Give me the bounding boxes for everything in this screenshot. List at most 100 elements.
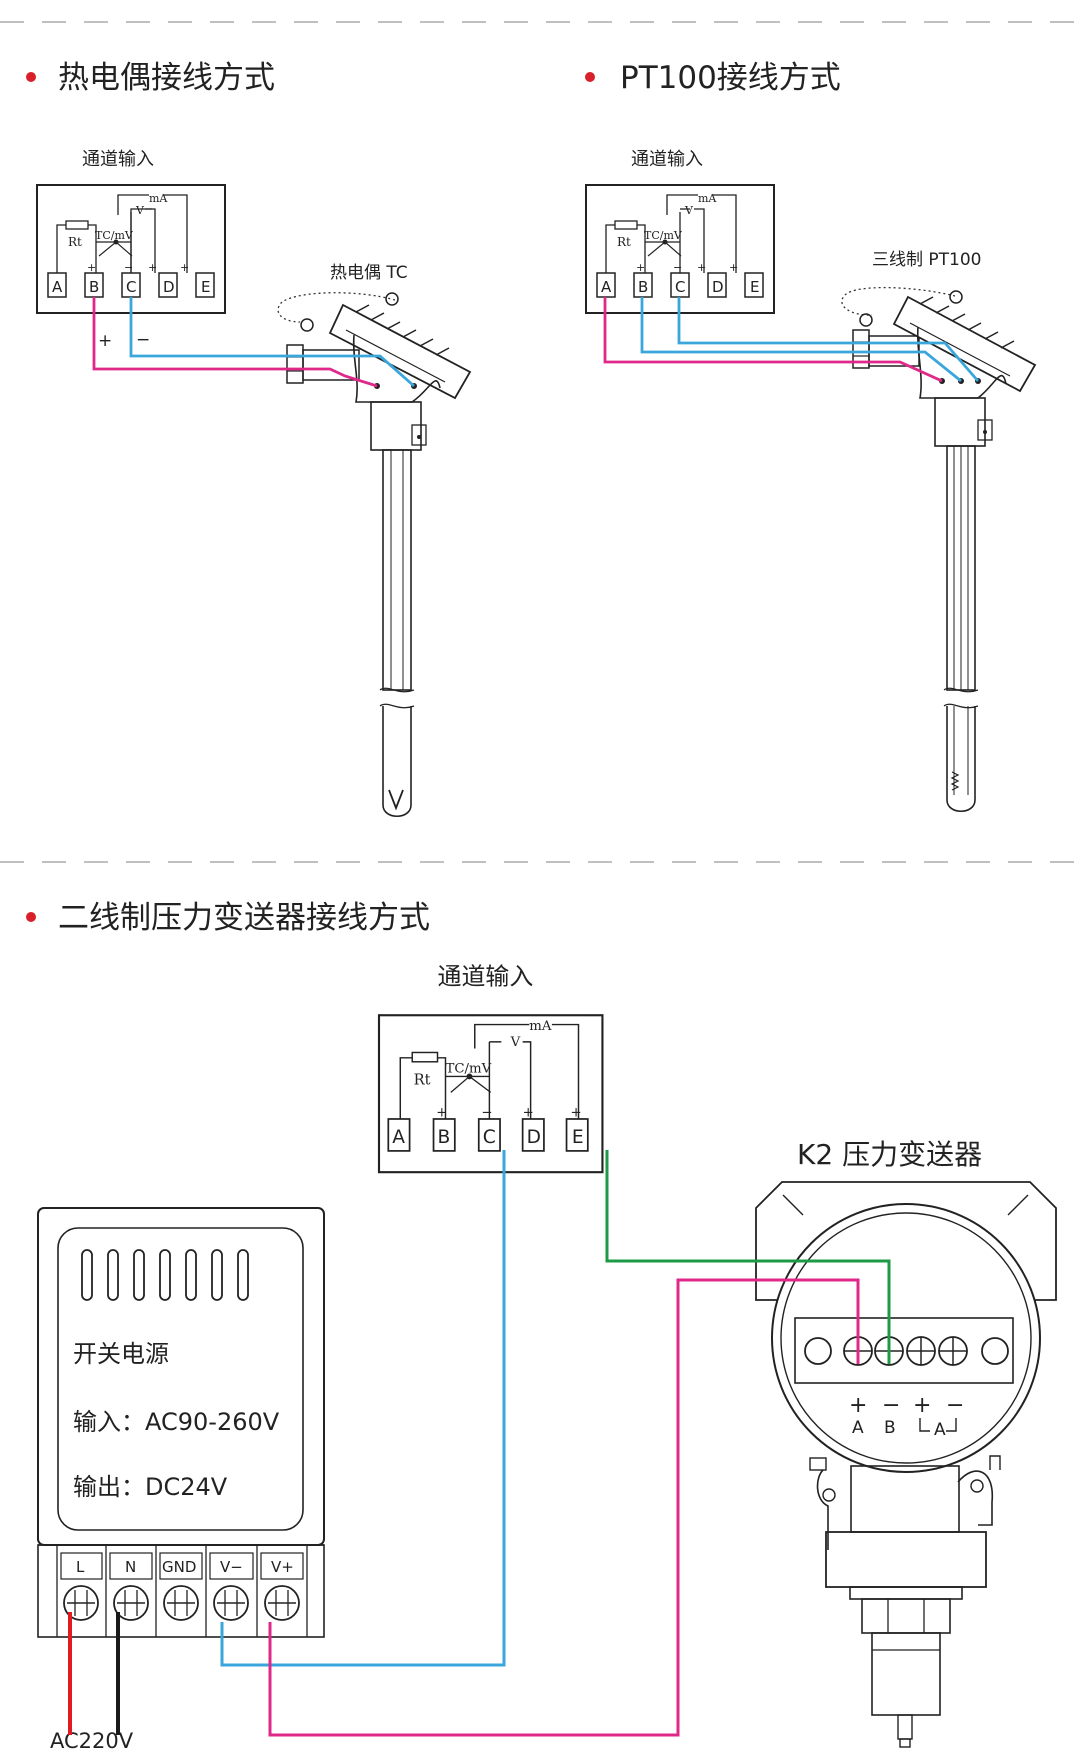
svg-text:C: C: [675, 278, 685, 296]
terminal-b: [432, 1118, 456, 1152]
svg-text:C: C: [483, 1127, 496, 1148]
power-supply-name: 开关电源: [73, 1340, 169, 1368]
plus-label: +: [98, 331, 112, 351]
power-supply-input: 输入：AC90-260V: [73, 1408, 280, 1436]
minus-label: −: [136, 330, 150, 350]
svg-text:+: +: [849, 1393, 867, 1418]
rt-resistor-icon: [411, 1051, 439, 1063]
svg-text:D: D: [527, 1127, 541, 1148]
svg-text:E: E: [750, 278, 759, 296]
terminal-e: [195, 272, 215, 298]
terminal-row: A B C D E: [47, 272, 215, 298]
svg-text:B: B: [638, 278, 648, 296]
rt-resistor-icon: [614, 220, 638, 230]
svg-text:+: +: [913, 1393, 931, 1418]
svg-text:+: +: [636, 261, 645, 274]
terminal-d: [158, 272, 178, 298]
svg-text:+: +: [436, 1105, 447, 1120]
terminal-e: [744, 272, 764, 298]
svg-text:A: A: [52, 278, 63, 296]
svg-text:−: −: [481, 1105, 492, 1120]
svg-text:+: +: [697, 261, 706, 274]
svg-text:A: A: [934, 1420, 946, 1440]
svg-text:−: −: [673, 261, 682, 274]
terminal-vminus-label: V−: [220, 1558, 243, 1576]
terminal-a: [387, 1118, 411, 1152]
wire-thermocouple-plus: [92, 297, 378, 388]
rt-label: Rt: [414, 1071, 431, 1088]
transmitter-title: 二线制压力变送器接线方式: [58, 900, 430, 936]
screw-terminal-icon: [113, 1585, 149, 1621]
thermocouple-label: 热电偶 TC: [330, 263, 408, 283]
svg-text:B: B: [438, 1127, 451, 1148]
wire-pt100-b: [640, 297, 962, 383]
channel-input-title: 通道输入: [631, 149, 703, 170]
screw-terminal-icon: [63, 1585, 99, 1621]
svg-text:−: −: [124, 261, 133, 274]
section-title-pt100: PT100接线方式: [585, 60, 841, 96]
svg-text:A: A: [392, 1127, 405, 1148]
channel-input-title: 通道输入: [438, 963, 534, 991]
terminal-row: A B C D E: [387, 1118, 589, 1152]
pt100-title: PT100接线方式: [620, 60, 841, 96]
terminal-d: [707, 272, 727, 298]
tcmv-label: TC/mV: [644, 229, 683, 242]
rt-label: Rt: [68, 235, 82, 249]
terminal-a: [47, 272, 67, 298]
v-label: V: [684, 204, 694, 217]
vent-slots-icon: [81, 1249, 249, 1301]
pt100-probe: 三线制 PT100: [841, 250, 1037, 813]
channel-input-frame: [377, 1014, 604, 1174]
wire-pt100-c: [677, 297, 980, 382]
svg-text:E: E: [201, 278, 210, 296]
bullet-icon: [26, 72, 36, 82]
terminal-gnd-label: GND: [162, 1558, 196, 1576]
svg-text:+: +: [571, 1105, 582, 1120]
bullet-icon: [26, 912, 36, 922]
svg-text:+: +: [523, 1105, 534, 1120]
svg-text:+: +: [148, 261, 157, 274]
svg-text:D: D: [712, 278, 724, 296]
terminal-d: [521, 1118, 545, 1152]
section-title-thermocouple: 热电偶接线方式: [26, 60, 275, 96]
rt-label: Rt: [617, 235, 631, 249]
terminal-e: [565, 1118, 589, 1152]
pressure-transmitter: K2 压力变送器: [755, 1138, 1057, 1748]
svg-text:A: A: [601, 278, 612, 296]
channel-input-title: 通道输入: [82, 149, 154, 170]
svg-text:D: D: [163, 278, 175, 296]
power-supply-label-plate: [57, 1227, 304, 1531]
svg-text:−: −: [946, 1393, 964, 1418]
svg-text:A: A: [852, 1418, 864, 1438]
bullet-icon: [585, 72, 595, 82]
terminal-l-label: L: [76, 1558, 85, 1576]
wire-pt100-a: [603, 297, 943, 383]
terminal-row: A B C D E: [596, 272, 764, 298]
svg-text:C: C: [126, 278, 136, 296]
tcmv-label: TC/mV: [95, 229, 134, 242]
rtd-element-icon: [950, 771, 960, 791]
wire-vplus-to-transmitter-plus: [268, 1278, 860, 1737]
svg-text:+: +: [87, 261, 96, 274]
wire-thermocouple-minus: [129, 297, 415, 388]
channel-input-transmitter: 通道输入 Rt TC/mV V mA + − + + A B C D E: [377, 963, 604, 1174]
v-label: V: [135, 204, 145, 217]
screw-terminal-icon: [938, 1336, 968, 1366]
power-supply-output: 输出：DC24V: [73, 1473, 228, 1501]
ma-label: mA: [529, 1019, 552, 1034]
svg-text:+: +: [180, 261, 189, 274]
wire-channel-c-to-vminus: [220, 1150, 506, 1667]
screw-terminal-icon: [264, 1585, 300, 1621]
power-supply: 开关电源 输入：AC90-260V 输出：DC24V L N GND V− V+: [37, 1207, 325, 1753]
svg-text:−: −: [882, 1393, 900, 1418]
thermocouple-junction-icon: [388, 789, 404, 811]
svg-text:B: B: [89, 278, 99, 296]
v-label: V: [510, 1035, 521, 1050]
terminal-n-label: N: [125, 1558, 136, 1576]
svg-text:B: B: [884, 1418, 896, 1438]
rt-resistor-icon: [65, 220, 89, 230]
wire-channel-e-to-transmitter-minus: [605, 1150, 891, 1364]
section-title-transmitter: 二线制压力变送器接线方式: [26, 900, 430, 936]
terminal-vplus-label: V+: [271, 1558, 294, 1576]
